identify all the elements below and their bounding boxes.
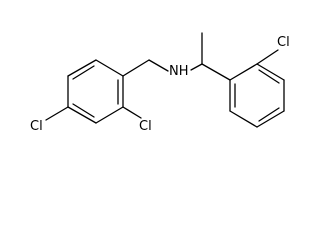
bond: [229, 63, 258, 81]
bond: [95, 59, 124, 77]
bond: [67, 59, 97, 77]
bond: [256, 110, 285, 128]
right-benzene-ring: [229, 63, 285, 128]
double-bond: [258, 69, 280, 84]
bond-ch2-to-n: [148, 59, 169, 72]
bond-to-cl-ortho: [122, 106, 142, 119]
cl-label-right-ring: Cl: [277, 35, 290, 50]
cl-label-left: Cl: [30, 119, 43, 134]
bond-ring-to-ch2: [122, 59, 150, 77]
bond-to-cl-right: [256, 49, 279, 65]
double-bond: [72, 103, 95, 118]
cl-label-ortho-left-ring: Cl: [139, 119, 152, 134]
molecule-structure: Cl Cl NH Cl: [30, 32, 290, 134]
structure-canvas: Cl Cl NH Cl: [30, 32, 290, 134]
bond: [229, 110, 258, 128]
left-benzene-ring: [67, 59, 124, 124]
bond: [256, 63, 285, 81]
bond: [67, 106, 97, 124]
bond-to-cl-left: [45, 106, 69, 121]
double-bond: [72, 65, 95, 80]
nh-label: NH: [169, 64, 189, 79]
bond-n-to-ch: [190, 63, 203, 71]
bond: [95, 106, 124, 124]
double-bond: [258, 107, 280, 122]
bond-ch-to-right-ring: [201, 63, 231, 81]
